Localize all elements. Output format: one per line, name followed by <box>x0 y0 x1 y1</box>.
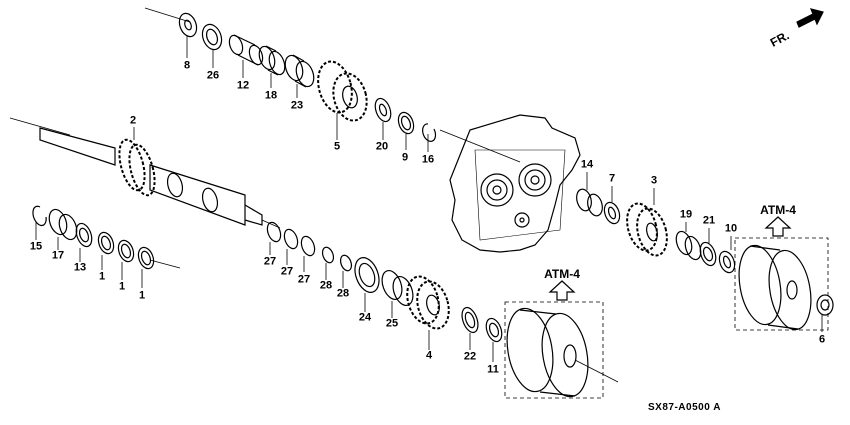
part-label-28b: 28 <box>336 287 350 300</box>
front-arrow-icon <box>796 8 824 28</box>
part-label-10: 10 <box>724 222 738 235</box>
needle-bearing-25 <box>381 269 414 307</box>
diagram-code: SX87-A0500 A <box>648 402 721 413</box>
part-label-21: 21 <box>702 214 716 227</box>
part-label-16: 16 <box>421 153 435 166</box>
part-label-23: 23 <box>290 99 304 112</box>
washer-21 <box>699 241 717 267</box>
part-label-25: 25 <box>385 317 399 330</box>
shim-27c <box>300 235 316 257</box>
snap-ring-15 <box>32 205 47 227</box>
bearing-26 <box>201 23 223 51</box>
needle-bearing-17 <box>48 208 78 241</box>
part-label-15: 15 <box>29 240 43 253</box>
part-label-5: 5 <box>333 140 341 153</box>
upper-axis-line <box>144 7 191 23</box>
shim-27b <box>283 228 299 250</box>
part-label-11: 11 <box>487 363 499 376</box>
needle-bearing-19 <box>675 230 702 261</box>
washer-9 <box>397 111 415 135</box>
atm4-label-lower: ATM-4 <box>544 267 580 281</box>
part-label-27c: 27 <box>297 273 311 286</box>
part-label-26: 26 <box>206 69 220 82</box>
washer-28b <box>339 254 353 272</box>
washer-8 <box>178 12 198 38</box>
part-label-7: 7 <box>608 172 616 185</box>
shim-27a <box>266 221 282 243</box>
part-label-8: 8 <box>183 59 191 72</box>
part-label-6: 6 <box>818 333 826 346</box>
bushing-14 <box>576 188 603 217</box>
gear-4 <box>406 275 450 330</box>
diagram-code-suffix: A <box>713 402 721 413</box>
gear-5 <box>317 60 368 122</box>
gear-3 <box>626 202 668 257</box>
part-label-1a: 1 <box>98 270 106 283</box>
main-shaft-2 <box>9 117 281 229</box>
part-label-9: 9 <box>401 151 409 164</box>
shim-1b <box>117 239 135 263</box>
atm4-arrow-lower <box>548 280 576 301</box>
lock-nut-6 <box>816 294 834 316</box>
clutch-drum-lower <box>504 301 619 399</box>
washer-10 <box>718 250 736 274</box>
washer-7 <box>603 201 621 225</box>
part-label-24: 24 <box>358 311 372 324</box>
part-label-19: 19 <box>679 208 693 221</box>
washer-11 <box>485 317 503 343</box>
washer-28a <box>321 246 335 264</box>
clutch-drum-right <box>734 237 829 331</box>
part-label-17: 17 <box>51 249 65 262</box>
part-label-27b: 27 <box>280 265 294 278</box>
washer-24 <box>354 257 380 293</box>
part-label-22: 22 <box>463 350 477 363</box>
part-label-1b: 1 <box>118 280 126 293</box>
transmission-housing <box>449 114 581 253</box>
diagram-code-number: SX87-A0500 <box>648 402 711 413</box>
collar-12 <box>228 34 264 66</box>
part-label-12: 12 <box>236 79 250 92</box>
part-label-14: 14 <box>580 158 594 171</box>
atm4-arrow-right <box>764 216 792 237</box>
part-label-4: 4 <box>425 349 433 362</box>
part-label-20: 20 <box>375 140 389 153</box>
atm4-label-right: ATM-4 <box>760 203 796 217</box>
needle-bearing-18 <box>258 45 286 76</box>
part-label-2: 2 <box>129 114 137 127</box>
washer-20 <box>374 97 392 123</box>
shim-1c <box>137 246 155 270</box>
part-label-1c: 1 <box>138 289 146 302</box>
snap-ring-16 <box>422 123 437 142</box>
needle-bearing-23 <box>284 54 315 88</box>
part-label-13: 13 <box>73 261 87 274</box>
part-label-28a: 28 <box>319 279 333 292</box>
part-label-18: 18 <box>264 89 278 102</box>
part-label-27a: 27 <box>263 255 277 268</box>
part-label-3: 3 <box>650 174 658 187</box>
washer-13 <box>75 222 93 248</box>
shim-1a <box>97 231 115 255</box>
washer-22 <box>461 306 479 334</box>
